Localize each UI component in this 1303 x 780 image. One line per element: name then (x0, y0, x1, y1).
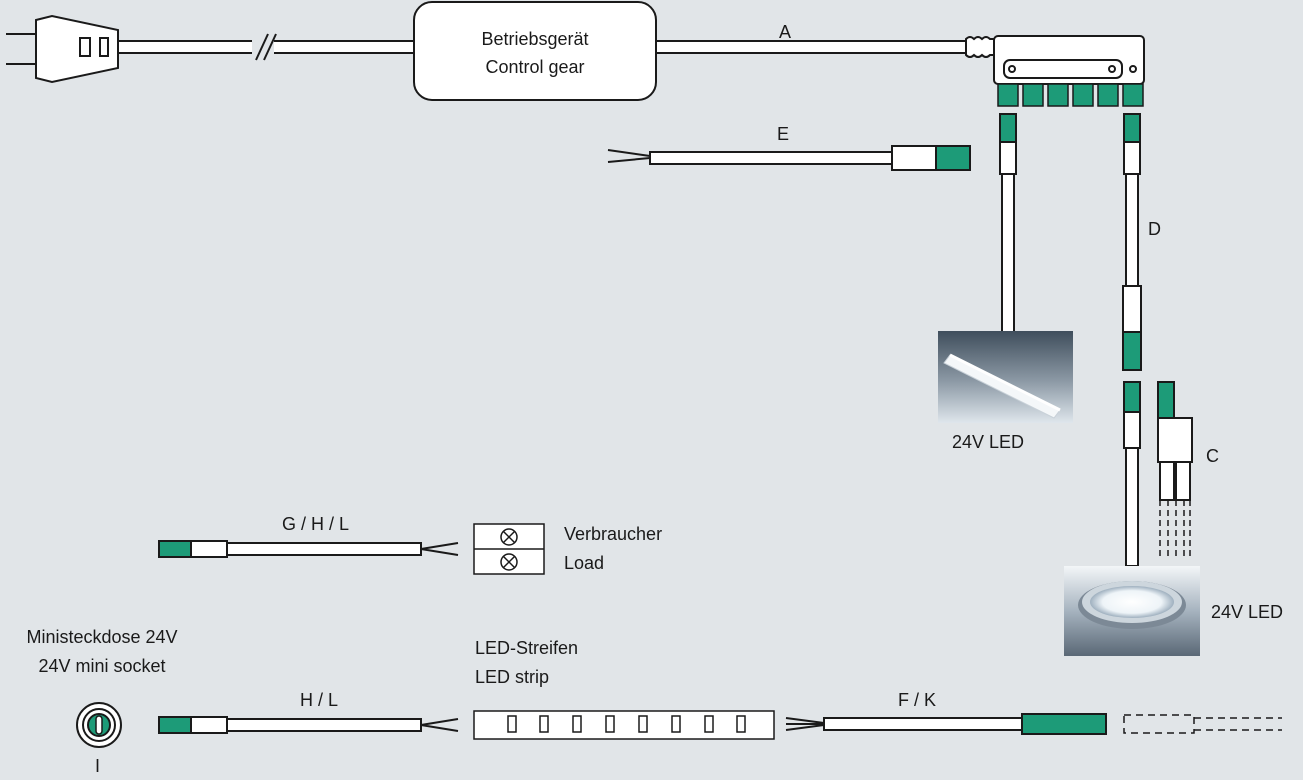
cable-d (1122, 113, 1142, 371)
socket-id-label: I (95, 756, 101, 776)
cable-ghl (158, 540, 459, 558)
mains-cable (117, 33, 417, 61)
control-gear-label-en: Control gear (485, 57, 585, 77)
cable-e-label: E (777, 124, 790, 144)
cable-hl-label: H / L (300, 690, 339, 710)
cable-to-spot (1123, 381, 1141, 567)
cable-fk-dashed (1123, 714, 1282, 734)
plug-icon (6, 14, 119, 84)
control-gear-box (413, 1, 657, 101)
distributor-ports (997, 83, 1144, 107)
socket-label-en: 24V mini socket (38, 656, 166, 676)
control-gear-label-de: Betriebsgerät (481, 29, 589, 49)
connector-c-dashed (1159, 500, 1191, 556)
cable-hl (158, 716, 459, 734)
led-strip-label-en: LED strip (475, 667, 550, 687)
cable-a (655, 36, 995, 58)
led-tube-label: 24V LED (952, 432, 1025, 452)
connector-c-label: C (1206, 446, 1219, 466)
cable-fk (785, 713, 1107, 735)
led-strip-icon (473, 710, 775, 740)
cable-a-label: A (779, 22, 792, 42)
cable-fk-label: F / K (898, 690, 937, 710)
led-strip-label-de: LED-Streifen (475, 638, 579, 658)
led-tube-icon (938, 331, 1073, 423)
load-label-de: Verbraucher (564, 524, 663, 544)
distributor-icon (993, 35, 1145, 85)
connector-c (1157, 381, 1193, 501)
cable-ghl-label: G / H / L (282, 514, 350, 534)
mini-socket-icon (76, 702, 122, 748)
led-spot-icon (1064, 566, 1200, 656)
lamp-symbol-icon (473, 523, 545, 575)
cable-to-tube (999, 113, 1017, 333)
cable-d-label: D (1148, 219, 1161, 239)
load-label-en: Load (564, 553, 605, 573)
cable-e (607, 145, 971, 171)
led-spot-label: 24V LED (1211, 602, 1284, 622)
socket-label-de: Ministeckdose 24V (26, 627, 178, 647)
